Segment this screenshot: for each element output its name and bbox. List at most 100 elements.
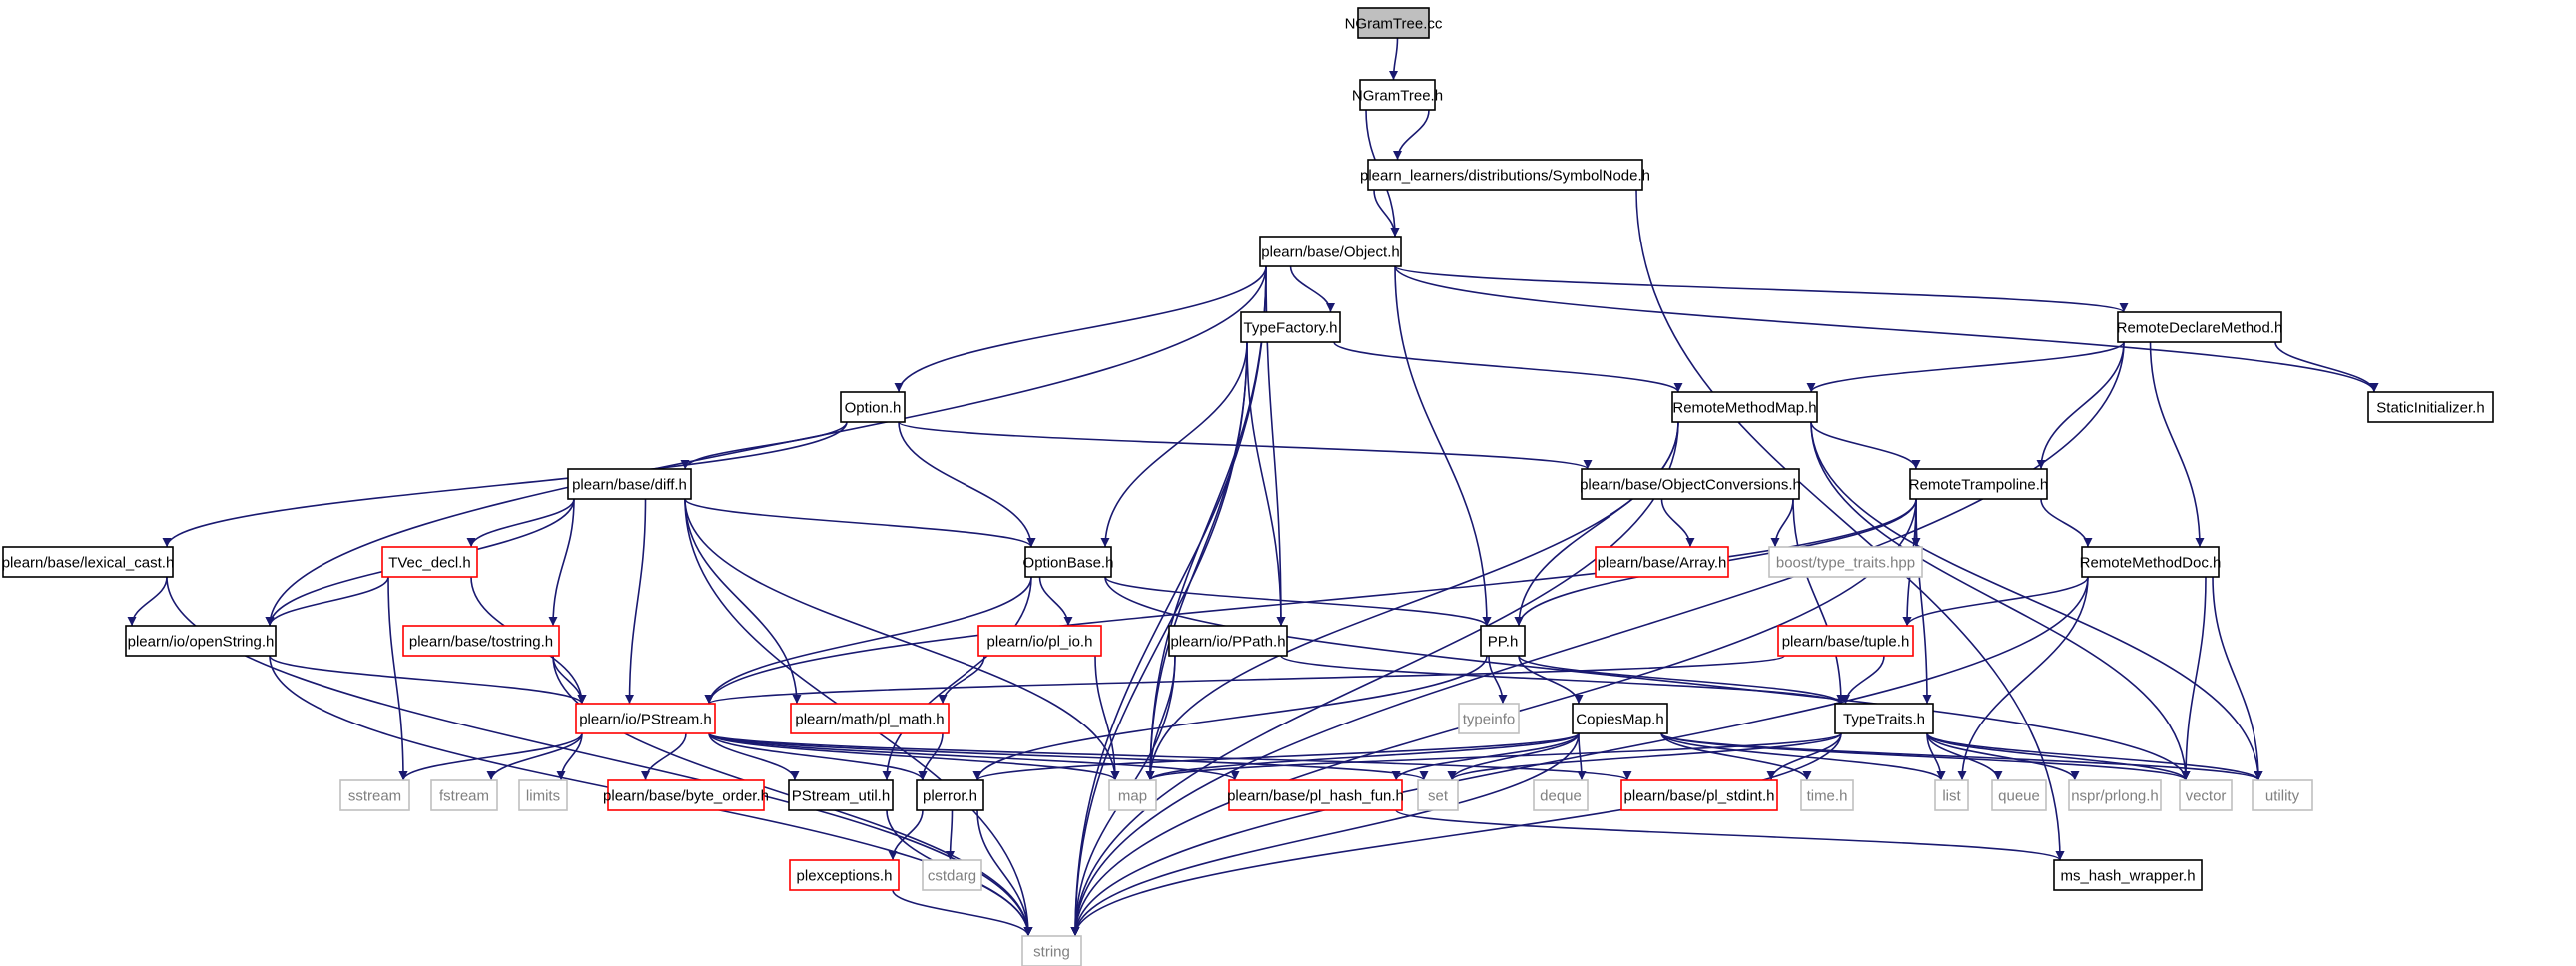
node-label: plearn/base/pl_stdint.h [1624,788,1775,805]
node-pstream-h[interactable]: plearn/io/PStream.h [575,703,716,734]
node-box [1458,703,1520,734]
node-ms-hash-wrapper-h[interactable]: ms_hash_wrapper.h [2053,859,2203,891]
node-array-h[interactable]: plearn/base/Array.h [1595,546,1729,578]
node-map[interactable]: map [1108,779,1157,811]
node-box [1240,311,1341,343]
edge-line [387,576,408,781]
edge-line [708,732,800,781]
edge-line [265,576,389,627]
node-nspr-prlong-h[interactable]: nspr/prlong.h [2068,779,2162,811]
node-objectconversions-h[interactable]: plearn/base/ObjectConversions.h [1580,468,1801,500]
edge-line [269,655,587,705]
node-remotemethoddoc-h[interactable]: RemoteMethodDoc.h [2080,546,2222,578]
node-box [789,859,900,891]
node-pl-hash-fun-h[interactable]: plearn/base/pl_hash_fun.h [1227,779,1404,811]
node-pl-stdint-h[interactable]: plearn/base/pl_stdint.h [1620,779,1778,811]
node-box [1934,779,1969,811]
node-box [125,625,277,657]
node-pl-io-h[interactable]: plearn/io/pl_io.h [977,625,1102,657]
node-string[interactable]: string [1021,935,1082,966]
node-lexical-cast-h[interactable]: plearn/base/lexical_cast.h [2,546,175,578]
edge-remotemethodmap-h-to-string [1070,421,1679,937]
edge-line [1518,655,1846,705]
node-remotemethodmap-h[interactable]: RemoteMethodMap.h [1671,391,1818,423]
node-set[interactable]: set [1417,779,1459,811]
node-pl-math-h[interactable]: plearn/math/pl_math.h [790,703,950,734]
node-boost-type-traits[interactable]: boost/type_traits.hpp [1768,546,1923,578]
node-label: typeinfo [1463,712,1516,728]
node-ppath-h[interactable]: plearn/io/PPath.h [1168,625,1288,657]
node-remotetrampoline-h[interactable]: RemoteTrampoline.h [1909,468,2049,500]
node-limits[interactable]: limits [518,779,568,811]
edge-line [1926,732,1946,781]
node-box [1108,779,1157,811]
node-sstream[interactable]: sstream [339,779,410,811]
edge-line [1660,732,1812,781]
edge-layer [127,37,2379,937]
edge-optionbase-h-to-vector [1104,576,2191,781]
node-optionbase-h[interactable]: OptionBase.h [1023,546,1114,578]
node-tvec-decl-h[interactable]: TVec_decl.h [381,546,478,578]
node-label: CopiesMap.h [1576,712,1663,728]
node-fstream[interactable]: fstream [430,779,498,811]
node-utility[interactable]: utility [2252,779,2313,811]
node-vector[interactable]: vector [2179,779,2233,811]
node-label: RemoteTrampoline.h [1909,477,2049,494]
node-object-h[interactable]: plearn/base/Object.h [1259,236,1402,267]
node-label: queue [1998,788,2040,805]
edge-typefactory-h-to-remotemethodmap-h [1333,341,1683,393]
edge-line [888,809,924,861]
node-typetraits-h[interactable]: TypeTraits.h [1834,703,1934,734]
edge-pp-h-to-typetraits-h [1518,655,1846,705]
edge-line [1926,732,2263,781]
node-box [430,779,498,811]
node-label: plearn/base/Object.h [1261,244,1399,261]
node-ngramtree-h[interactable]: NGramTree.h [1352,79,1443,111]
node-deque[interactable]: deque [1533,779,1589,811]
edge-line [1635,189,2065,861]
node-typeinfo[interactable]: typeinfo [1458,703,1520,734]
node-box [1581,468,1800,500]
node-diff-h[interactable]: plearn/base/diff.h [567,468,692,500]
node-pstream-util-h[interactable]: PStream_util.h [788,779,894,811]
edge-line [708,732,928,781]
node-option-h[interactable]: Option.h [840,391,906,423]
node-queue[interactable]: queue [1991,779,2047,811]
edge-object-h-to-pp-h [1394,265,1492,627]
edge-typetraits-h-to-vector [1926,732,2191,781]
edge-line [1902,576,2089,627]
node-label: plearn/io/openString.h [128,634,275,651]
edge-line [2274,341,2379,393]
edge-typetraits-h-to-string [1070,732,1842,937]
edge-typetraits-h-to-pl-stdint-h [1766,732,1842,781]
node-list[interactable]: list [1934,779,1969,811]
node-pp-h[interactable]: PP.h [1480,625,1526,657]
node-plexceptions-h[interactable]: plexceptions.h [789,859,900,891]
node-time-h[interactable]: time.h [1800,779,1854,811]
node-staticinitializer-h[interactable]: StaticInitializer.h [2367,391,2494,423]
edge-copiesmap-h-to-utility [1660,732,2263,781]
node-remotedeclaremethod-h[interactable]: RemoteDeclareMethod.h [2117,311,2283,343]
node-tostring-h[interactable]: plearn/base/tostring.h [402,625,560,657]
node-cstdarg[interactable]: cstdarg [922,859,982,891]
node-openstring-h[interactable]: plearn/io/openString.h [125,625,277,657]
node-box [1480,625,1526,657]
edge-line [548,498,575,627]
node-ngramtree-cc[interactable]: NGramTree.cc [1345,7,1443,39]
node-copiesmap-h[interactable]: CopiesMap.h [1572,703,1668,734]
node-byte-order-h[interactable]: plearn/base/byte_order.h [603,779,769,811]
node-box [1533,779,1589,811]
edge-remotemethodmap-h-to-remotetrampoline-h [1810,421,1921,470]
edge-line [1333,341,1683,393]
edge-option-h-to-lexical-cast-h [162,421,848,548]
node-plerror-h[interactable]: plerror.h [916,779,984,811]
edge-typetraits-h-to-queue [1926,732,2003,781]
edge-pstream-h-to-sstream [398,732,583,781]
node-box [1991,779,2047,811]
edge-line [1394,265,2379,393]
node-typefactory-h[interactable]: TypeFactory.h [1240,311,1341,343]
node-symbolnode-h[interactable]: plearn_learners/distributions/SymbolNode… [1360,159,1650,191]
edge-line [1289,265,1335,313]
node-tuple-h[interactable]: plearn/base/tuple.h [1777,625,1914,657]
